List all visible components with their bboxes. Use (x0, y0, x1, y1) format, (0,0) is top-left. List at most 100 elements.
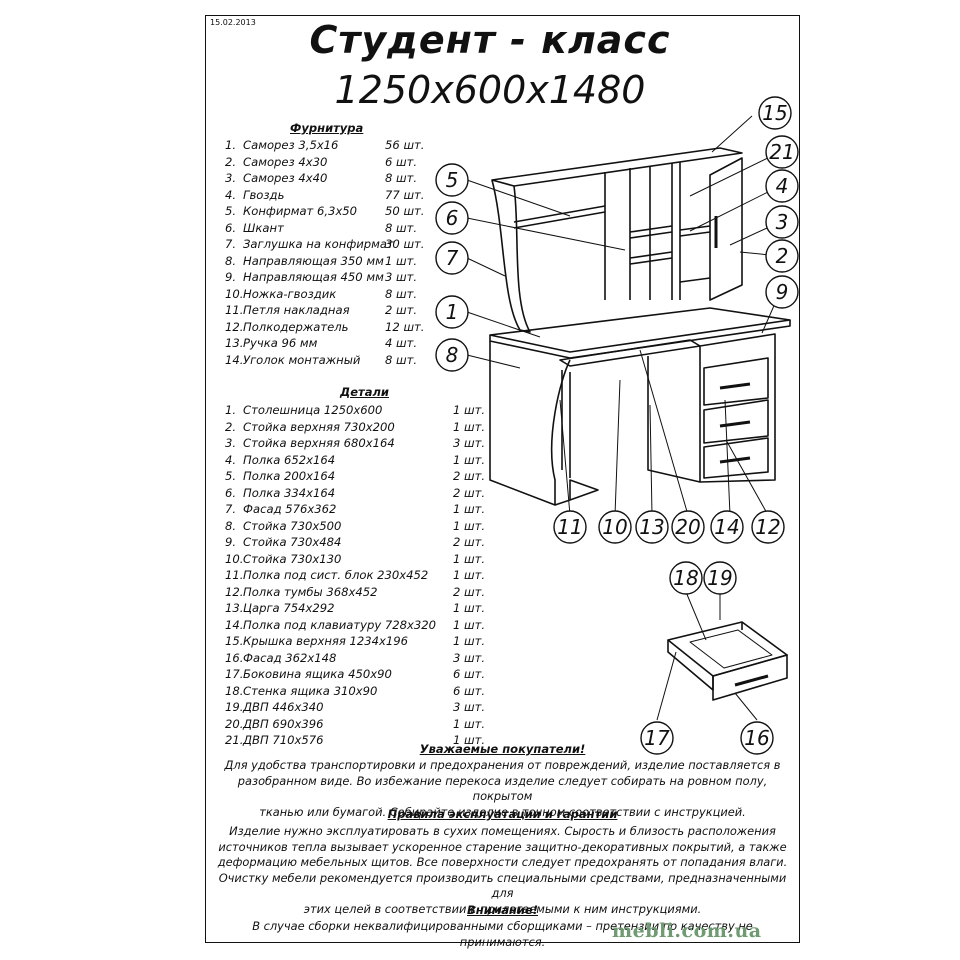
drawer-1 (703, 357, 769, 406)
parts-item-number: 6. (225, 485, 237, 500)
callout-circle (598, 510, 632, 544)
hardware-item-qty: 4 шт. (385, 336, 418, 350)
instruction-sheet-frame (205, 15, 800, 943)
callout-label: 16 (744, 726, 769, 750)
callout-label: 19 (707, 566, 732, 590)
callout-circle (435, 201, 469, 235)
hardware-item-name: Саморез 4х30 (243, 154, 328, 169)
top-cover-part (491, 147, 743, 187)
callout-circle (740, 721, 774, 755)
callout-label: 17 (644, 726, 670, 750)
hardware-item-name: Петля накладная (243, 303, 350, 317)
hardware-item-name: Ножка-гвоздик (243, 286, 337, 301)
hardware-item-number: 14. (225, 352, 244, 367)
callout-circle (758, 96, 792, 130)
parts-item-number: 5. (225, 469, 237, 483)
drawer-2 (703, 399, 769, 444)
drawer-3 (703, 437, 769, 479)
notice-line: разобранном виде. Во избежание перекоса … (237, 773, 768, 804)
shelf-5b (629, 251, 673, 265)
parts-item-name: Стойка верхняя 730х200 (243, 419, 395, 434)
callout-label: 21 (769, 140, 794, 164)
hardware-item-number: 13. (225, 336, 244, 350)
hardware-item-number: 4. (225, 187, 237, 202)
rules-text: Изделие нужно эксплуатировать в сухих по… (215, 824, 790, 917)
hardware-item-number: 3. (225, 171, 237, 185)
system-block-shelf (554, 479, 599, 506)
hardware-item-qty: 8 шт. (385, 171, 418, 185)
callout-label: 2 (776, 244, 789, 268)
hardware-item-qty: 12 шт. (385, 319, 425, 334)
parts-item-qty: 3 шт. (453, 650, 486, 665)
parts-item-name: Полка под клавиатуру 728х320 (243, 617, 437, 632)
callout-circle (765, 169, 799, 203)
hardware-item-qty: 8 шт. (385, 220, 418, 235)
callout-circle (553, 510, 587, 544)
parts-item-qty: 1 шт. (453, 733, 486, 747)
parts-item-name: ДВП 710х576 (243, 733, 324, 747)
hardware-item-name: Полкодержатель (243, 319, 349, 334)
hardware-item-name: Шкант (243, 220, 284, 235)
callout-circle (435, 163, 469, 197)
warning-text: В случае сборки неквалифицированными сбо… (252, 919, 753, 949)
callout-leader-lines (466, 115, 781, 516)
parts-item-number: 7. (225, 502, 237, 516)
parts-item-qty: 3 шт. (453, 436, 486, 450)
hardware-item-qty: 1 шт. (385, 253, 418, 268)
hardware-item-name: Гвоздь (243, 187, 285, 202)
parts-item-number: 13. (225, 601, 244, 615)
product-dimensions: 1250x600x1480 (334, 68, 646, 112)
parts-item-number: 3. (225, 436, 237, 450)
hardware-item-qty: 50 шт. (385, 204, 425, 218)
hardware-item-name: Уголок монтажный (243, 352, 361, 367)
parts-item-qty: 1 шт. (453, 716, 486, 731)
callout-label: 14 (714, 515, 739, 539)
drawer-leader-lines (656, 591, 758, 721)
callout-circle (671, 510, 705, 544)
hardware-item-number: 10. (225, 286, 244, 301)
notice-line: тканью или бумагой. Собирайте изделие в … (259, 804, 746, 819)
parts-item-name: Боковина ящика 450х90 (243, 667, 392, 681)
parts-item-qty: 1 шт. (453, 518, 486, 533)
parts-item-name: ДВП 446х340 (243, 700, 324, 714)
hardware-item-qty: 8 шт. (385, 352, 418, 367)
parts-item-number: 15. (225, 634, 244, 648)
left-leg-panel (489, 341, 571, 506)
parts-item-name: Крышка верхняя 1234х196 (243, 634, 409, 648)
rules-line: Изделие нужно эксплуатировать в сухих по… (229, 824, 776, 838)
callout-label: 13 (639, 515, 664, 539)
hardware-item-number: 9. (225, 270, 237, 284)
callout-circle (669, 561, 703, 595)
parts-item-qty: 2 шт. (453, 584, 486, 599)
parts-item-number: 14. (225, 617, 244, 632)
hardware-item-number: 7. (225, 237, 237, 251)
parts-item-number: 1. (225, 403, 237, 417)
callout-label: 6 (446, 206, 459, 230)
callout-circle (435, 338, 469, 372)
parts-item-name: Стойка 730х130 (243, 551, 342, 566)
callout-circle (765, 205, 799, 239)
hardware-item-name: Саморез 3,5х16 (243, 138, 339, 152)
parts-item-qty: 1 шт. (453, 452, 486, 467)
drawer-cabinet (699, 333, 776, 483)
callout-circle (765, 239, 799, 273)
parts-item-name: Фасад 362х148 (243, 650, 337, 665)
